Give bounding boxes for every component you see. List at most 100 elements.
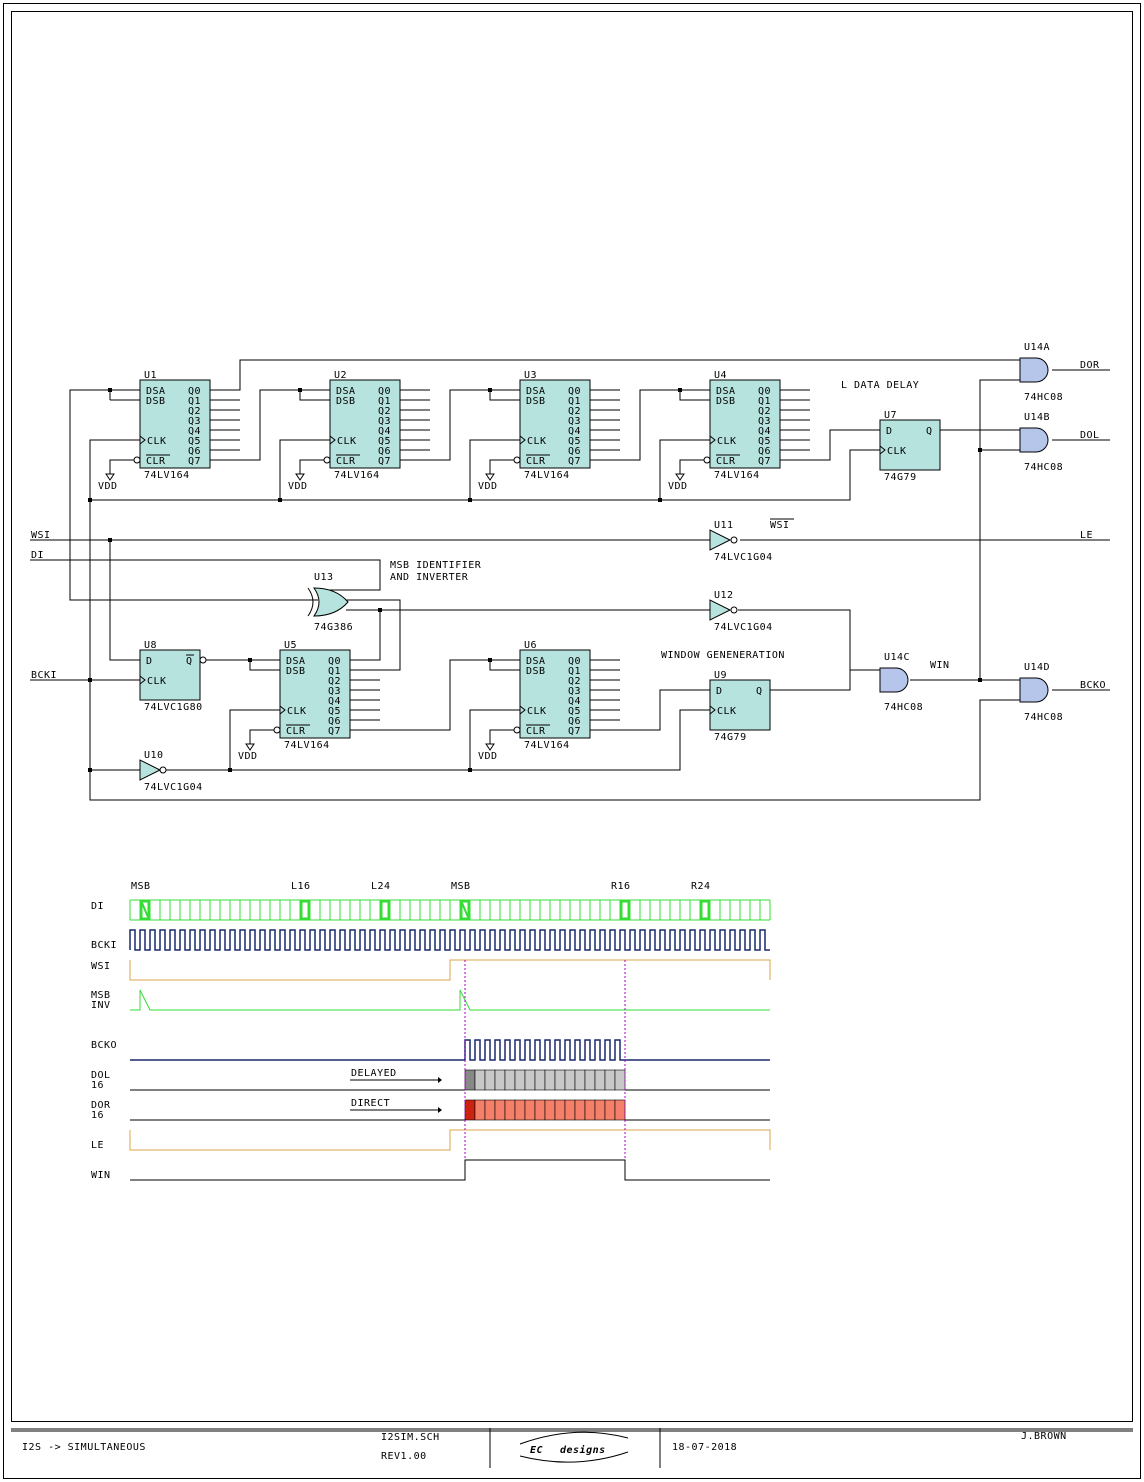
svg-text:74G79: 74G79 [714,732,747,743]
dor-waveform-bit [594,1099,606,1121]
shift-registers: U174LV164DSADSBCLKCLRVDDQ0Q1Q2Q3Q4Q5Q6Q7… [98,370,810,762]
svg-text:Q3: Q3 [378,416,391,427]
timing-label-dor-16: 16 [91,1110,104,1121]
annotation-direct: DIRECT [351,1098,390,1109]
timing-markers: MSB L16 L24 MSB R16 R24 [131,881,710,892]
svg-text:CLK: CLK [147,436,167,447]
dol-waveform-bit [534,1069,546,1091]
svg-text:74HC08: 74HC08 [1024,392,1063,403]
dol-waveform-bit [464,1069,476,1091]
timing-label-wsi: WSI [91,961,111,972]
svg-text:Q1: Q1 [378,396,391,407]
net-label-win: WIN [930,660,950,671]
dol-waveform-bit [514,1069,526,1091]
dol-waveform-bit [494,1069,506,1091]
svg-text:Q5: Q5 [568,706,581,717]
svg-text:Q4: Q4 [568,696,581,707]
notes: L DATA DELAY MSB IDENTIFIER AND INVERTER… [390,380,919,661]
svg-text:Q6: Q6 [378,446,391,457]
svg-text:CLK: CLK [717,706,737,717]
net-label-bcko: BCKO [1080,680,1106,691]
svg-text:Q0: Q0 [378,386,391,397]
svg-text:DSA: DSA [286,656,306,667]
svg-text:CLK: CLK [527,436,547,447]
dor-waveform-bit [504,1099,516,1121]
bcki-waveform [129,929,770,951]
u4-ref: U4 [714,370,727,381]
timing-label-dor: DOR [91,1100,111,1111]
svg-text:DSB: DSB [526,396,546,407]
svg-text:74LVC1G04: 74LVC1G04 [714,552,773,563]
u10-inverter: U10 74LVC1G04 [139,750,203,793]
u13-xor-gate: U13 74G386 [307,572,353,633]
svg-text:Q7: Q7 [188,456,201,467]
dor-waveform-bit [564,1099,576,1121]
net-label-di: DI [31,550,44,561]
marker-label-msb-right: MSB [451,881,471,892]
u9-flipflop: D Q CLK U9 74G79 [709,670,771,743]
svg-text:Q3: Q3 [328,686,341,697]
svg-text:VDD: VDD [98,481,118,492]
dol-waveform-bit [544,1069,556,1091]
wsi-waveform [129,959,771,981]
svg-text:Q0: Q0 [188,386,201,397]
timing-labels: DI BCKI WSI MSB INV BCKO DOL 16 DOR 16 L… [91,901,442,1181]
svg-text:Q6: Q6 [328,716,341,727]
svg-text:Q1: Q1 [188,396,201,407]
u5-type: 74LV164 [284,740,330,751]
svg-text:74LVC1G04: 74LVC1G04 [144,782,203,793]
svg-text:Q7: Q7 [568,726,581,737]
u2-ref: U2 [334,370,347,381]
ecdesigns-logo: EC designs [519,1431,629,1463]
timing-label-bcki: BCKI [91,940,117,951]
svg-text:Q4: Q4 [188,426,201,437]
di-marker-bit [139,899,151,921]
sheet-outer-border [3,3,1141,1479]
di-marker-bit [699,899,711,921]
di-msb-slash [141,902,149,918]
svg-text:DSB: DSB [336,396,356,407]
dol-waveform-bit [474,1069,486,1091]
svg-text:CLK: CLK [887,446,907,457]
dor-waveform-bit [554,1099,566,1121]
svg-text:VDD: VDD [478,751,498,762]
svg-text:Q1: Q1 [758,396,771,407]
svg-text:VDD: VDD [238,751,258,762]
dol-waveform-bit [604,1069,616,1091]
dol-waveform-bit [504,1069,516,1091]
svg-text:DSB: DSB [286,666,306,677]
svg-text:VDD: VDD [668,481,688,492]
dor-waveform-bit [614,1099,626,1121]
svg-text:Q2: Q2 [568,676,581,687]
marker-label-msb-left: MSB [131,881,151,892]
svg-text:Q3: Q3 [758,416,771,427]
u14d-and-gate: U14D 74HC08 [1019,662,1063,723]
svg-text:U8: U8 [144,640,157,651]
svg-text:DSB: DSB [526,666,546,677]
u6-ref: U6 [524,640,537,651]
msb-inv-waveform [130,989,770,1011]
svg-text:Q1: Q1 [328,666,341,677]
svg-text:U14B: U14B [1024,412,1050,423]
svg-text:DSB: DSB [716,396,736,407]
svg-text:74G79: 74G79 [884,472,917,483]
timing-label-win: WIN [91,1170,111,1181]
note-l-data-delay: L DATA DELAY [841,380,919,391]
svg-text:Q0: Q0 [758,386,771,397]
logo-designs: designs [560,1444,606,1456]
svg-text:U9: U9 [714,670,727,681]
net-label-bcki: BCKI [31,670,57,681]
timing-label-le: LE [91,1140,104,1151]
svg-text:VDD: VDD [288,481,308,492]
svg-text:Q4: Q4 [328,696,341,707]
di-waveform [129,899,771,921]
bcko-waveform [130,1039,770,1061]
marker-label-l16: L16 [291,881,311,892]
timing-label-msb: MSB [91,990,111,1001]
svg-text:CLR: CLR [146,456,166,467]
svg-text:CLR: CLR [336,456,356,467]
sheet-inner-border [11,11,1133,1422]
